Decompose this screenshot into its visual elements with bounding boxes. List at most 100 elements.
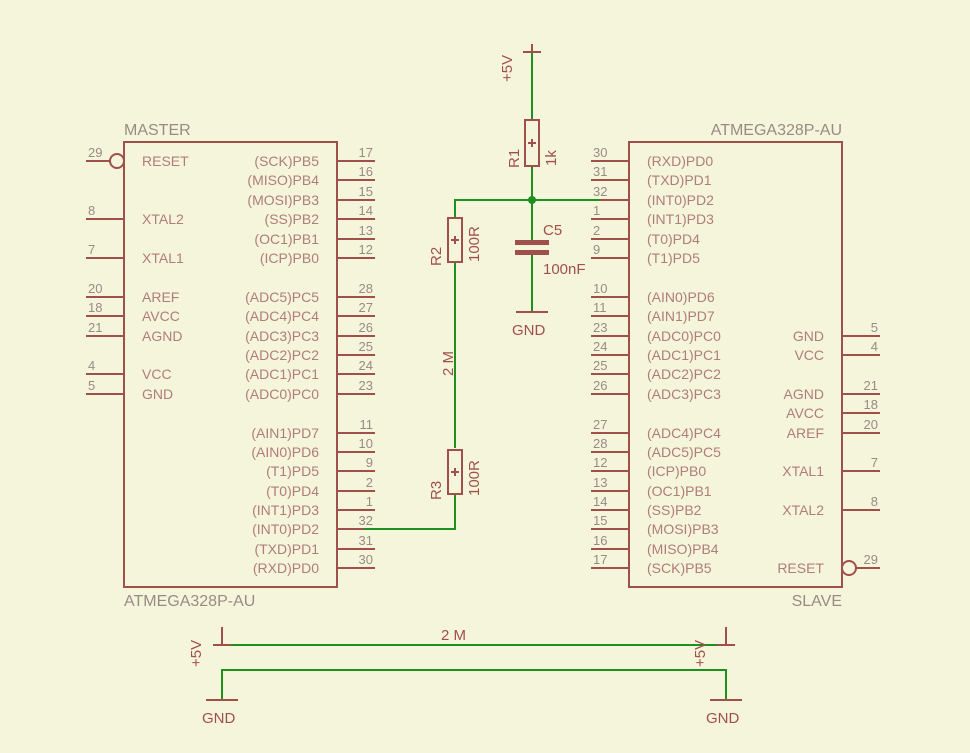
master-pin-9[interactable]: 9(T1)PD5 — [266, 455, 375, 479]
gnd-symbol-bottom-right[interactable]: GND — [706, 699, 742, 727]
master-pin-11[interactable]: 11(AIN1)PD7 — [251, 417, 375, 441]
slave-pin-30[interactable]: 30(RXD)PD0 — [591, 145, 713, 169]
slave-pin-32[interactable]: 32(INT0)PD2 — [591, 184, 714, 208]
master-pin-28[interactable]: 28(ADC5)PC5 — [245, 281, 375, 305]
slave-pin-9[interactable]: 9(T1)PD5 — [591, 242, 700, 266]
slave-pin-23[interactable]: 23(ADC0)PC0 — [591, 320, 721, 344]
pin-number: 7 — [871, 455, 878, 470]
pin-name: (RXD)PD0 — [253, 560, 319, 576]
master-pin-32[interactable]: 32(INT0)PD2 — [252, 513, 375, 537]
master-pin-26[interactable]: 26(ADC3)PC3 — [245, 320, 375, 344]
slave-pin-17[interactable]: 17(SCK)PB5 — [591, 552, 712, 576]
slave-pin-28[interactable]: 28(ADC5)PC5 — [591, 436, 721, 460]
master-pin-17[interactable]: 17(SCK)PB5 — [254, 145, 375, 169]
slave-pin-31[interactable]: 31(TXD)PD1 — [591, 164, 712, 188]
c5-value-label: 100nF — [543, 261, 586, 278]
wire-r2-slave-int0[interactable] — [454, 199, 600, 218]
slave-pin-16[interactable]: 16(MISO)PB4 — [591, 533, 719, 557]
pin-number: 15 — [359, 184, 373, 199]
master-pin-30[interactable]: 30(RXD)PD0 — [253, 552, 375, 576]
slave-pin-10[interactable]: 10(AIN0)PD6 — [591, 281, 715, 305]
pin-number: 18 — [88, 300, 102, 315]
master-pin-15[interactable]: 15(MOSI)PB3 — [247, 184, 375, 208]
slave-pin-1[interactable]: 1 (INT1)PD3 — [591, 203, 714, 227]
slave-pin-26[interactable]: 26(ADC3)PC3 — [591, 378, 721, 402]
vcc-label-top: +5V — [499, 55, 516, 82]
pin-number: 1 — [593, 203, 600, 218]
pin-number: 7 — [88, 242, 95, 257]
master-pin-23[interactable]: 23(ADC0)PC0 — [245, 378, 375, 402]
pin-name: XTAL1 — [782, 463, 824, 479]
slave-pin-13[interactable]: 13(OC1)PB1 — [591, 475, 712, 499]
pin-number: 14 — [593, 494, 607, 509]
master-pin-2[interactable]: 2(T0)PD4 — [266, 475, 375, 499]
vcc-symbol-top[interactable]: +5V — [499, 44, 541, 82]
resistor-r3[interactable]: R3 100R — [428, 449, 483, 500]
master-pin-13[interactable]: 13(OC1)PB1 — [254, 223, 375, 247]
slave-pin-24[interactable]: 24(ADC1)PC1 — [591, 339, 721, 363]
slave-name-label: SLAVE — [792, 593, 842, 610]
wire-r3-master-int0[interactable] — [364, 494, 456, 530]
slave-pin-15[interactable]: 15(MOSI)PB3 — [591, 513, 719, 537]
master-chip-body — [123, 141, 338, 588]
pin-number: 13 — [359, 223, 373, 238]
wire-bus-gnd[interactable] — [221, 669, 727, 700]
master-pin-14[interactable]: 14(SS)PB2 — [265, 203, 375, 227]
master-pin-31[interactable]: 31(TXD)PD1 — [254, 533, 375, 557]
pin-name: (SCK)PB5 — [647, 560, 712, 576]
pin-number: 10 — [359, 436, 373, 451]
master-pin-25[interactable]: 25(ADC2)PC2 — [245, 339, 375, 363]
pin-name: (INT1)PD3 — [647, 211, 714, 227]
master-pin-16[interactable]: 16(MISO)PB4 — [247, 164, 375, 188]
gnd-symbol-bottom-left[interactable]: GND — [202, 699, 238, 727]
resistor-r1[interactable]: R1 1k — [506, 119, 560, 168]
master-chip[interactable]: MASTER ATMEGA328P-AU 29RESET8XTAL27XTAL1… — [86, 122, 375, 610]
slave-pin-2[interactable]: 2(T0)PD4 — [591, 223, 700, 247]
slave-pin-27[interactable]: 27(ADC4)PC4 — [591, 417, 721, 441]
slave-pin-14[interactable]: 14(SS)PB2 — [591, 494, 702, 518]
pin-number: 5 — [871, 320, 878, 335]
resistor-r2[interactable]: R2 100R — [428, 217, 483, 266]
master-pin-1[interactable]: 1(INT1)PD3 — [252, 494, 375, 518]
slave-chip[interactable]: ATMEGA328P-AU SLAVE 30(RXD)PD031(TXD)PD1… — [591, 122, 880, 610]
slave-pin-11[interactable]: 11(AIN1)PD7 — [591, 300, 715, 324]
pin-number: 18 — [864, 397, 878, 412]
capacitor-c5[interactable]: C5 100nF — [515, 222, 586, 278]
pin-name: (TXD)PD1 — [647, 172, 712, 188]
pin-name: GND — [793, 328, 824, 344]
gnd-symbol-top[interactable]: GND — [512, 311, 548, 339]
pin-name: (OC1)PB1 — [647, 483, 712, 499]
vcc-symbol-bottom-left[interactable]: +5V — [188, 627, 231, 667]
pin-name: GND — [142, 386, 173, 402]
slave-pin-25[interactable]: 25(ADC2)PC2 — [591, 358, 721, 382]
vcc-symbol-bottom-right[interactable]: +5V — [692, 627, 735, 667]
master-pin-27[interactable]: 27(ADC4)PC4 — [245, 300, 375, 324]
pin-number: 1 — [366, 494, 373, 509]
master-pin-10[interactable]: 10(AIN0)PD6 — [251, 436, 375, 460]
master-pin-24[interactable]: 24(ADC1)PC1 — [245, 358, 375, 382]
gnd-label-bl: GND — [202, 710, 236, 727]
inversion-bubble — [841, 560, 857, 576]
r2-ref-label: R2 — [428, 247, 445, 266]
master-pin-12[interactable]: 12(ICP)PB0 — [260, 242, 375, 266]
pin-number: 11 — [360, 417, 374, 432]
slave-pin-12[interactable]: 12(ICP)PB0 — [591, 455, 706, 479]
